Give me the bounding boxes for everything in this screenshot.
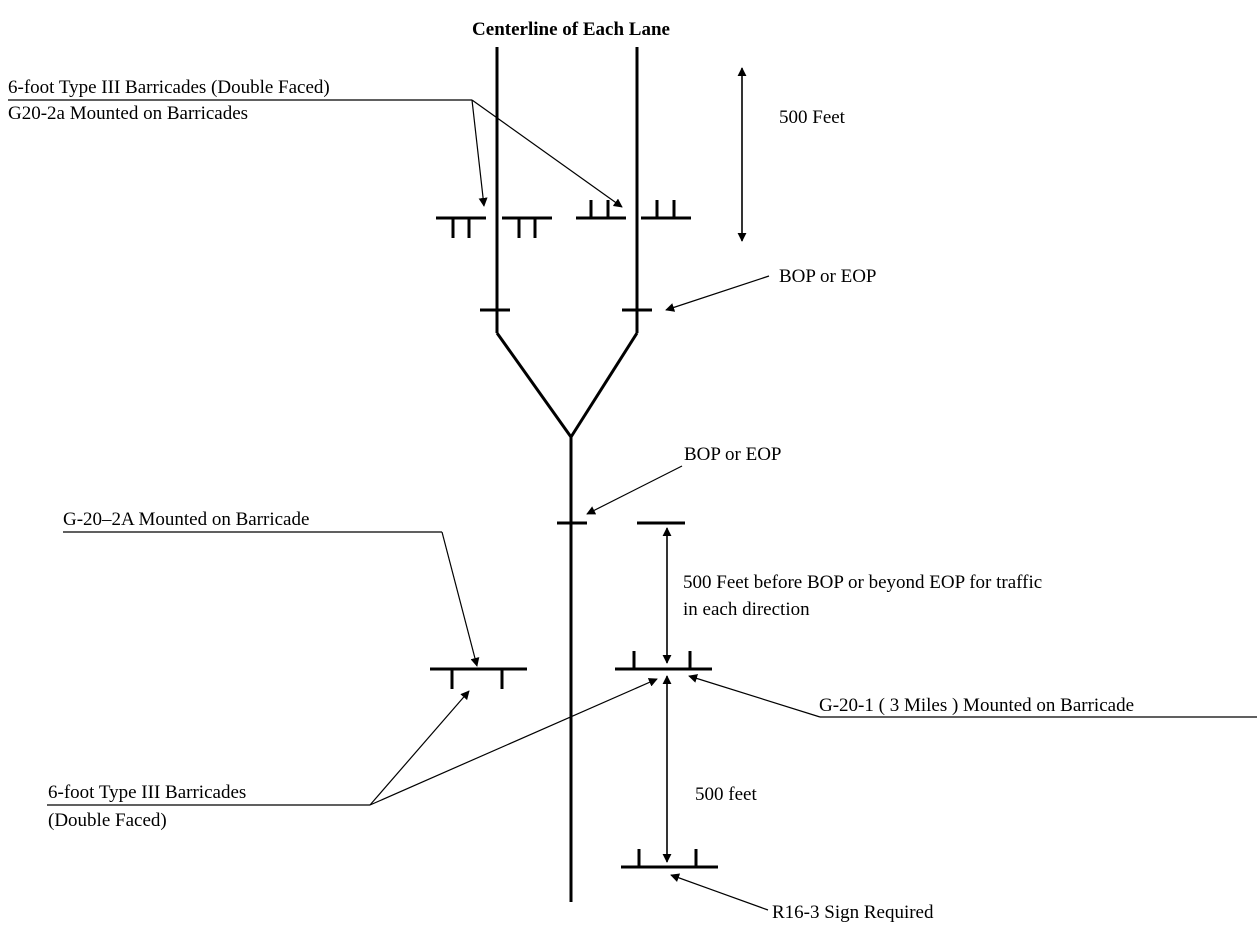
top-barricade-1 [436,216,486,238]
leader-bop-eop-upper [665,275,770,312]
label-top-barricades-line1: 6-foot Type III Barricades (Double Faced… [8,77,330,98]
right-barricade-r16-3 [621,849,718,869]
label-top-barricades-line2: G20-2a Mounted on Barricades [8,103,248,124]
top-barricade-3 [576,200,626,220]
leader-bop-eop-lower [586,465,683,515]
right-barricade-g20-1 [615,651,712,671]
leader-bottom-barricades [47,678,658,806]
label-dimension-middle-line1: 500 Feet before BOP or beyond EOP for tr… [683,572,1042,593]
diagram-title: Centerline of Each Lane [472,19,670,40]
right-merge-taper [569,332,639,438]
label-bop-eop-lower: BOP or EOP [684,444,781,465]
lower-left-barricade [430,667,527,689]
label-dimension-middle-line2: in each direction [683,599,810,620]
leader-top-barricades [8,99,623,208]
label-bottom-barricades-line1: 6-foot Type III Barricades [48,782,246,803]
label-bop-eop-upper: BOP or EOP [779,266,876,287]
left-merge-taper [495,332,573,438]
label-g20-1: G-20-1 ( 3 Miles ) Mounted on Barricade [819,695,1134,716]
top-barricade-2 [502,216,552,238]
label-dimension-top: 500 Feet [779,107,846,128]
leader-g20-2a [63,531,480,667]
leader-r16-3 [670,873,769,911]
label-r16-3: R16-3 Sign Required [772,902,934,923]
label-g20-2a: G-20–2A Mounted on Barricade [63,509,309,530]
roadway [495,47,639,902]
label-dimension-bottom: 500 feet [695,784,757,805]
top-barricade-4 [641,200,691,220]
leader-g20-1 [688,674,1257,718]
label-bottom-barricades-line2: (Double Faced) [48,810,167,831]
